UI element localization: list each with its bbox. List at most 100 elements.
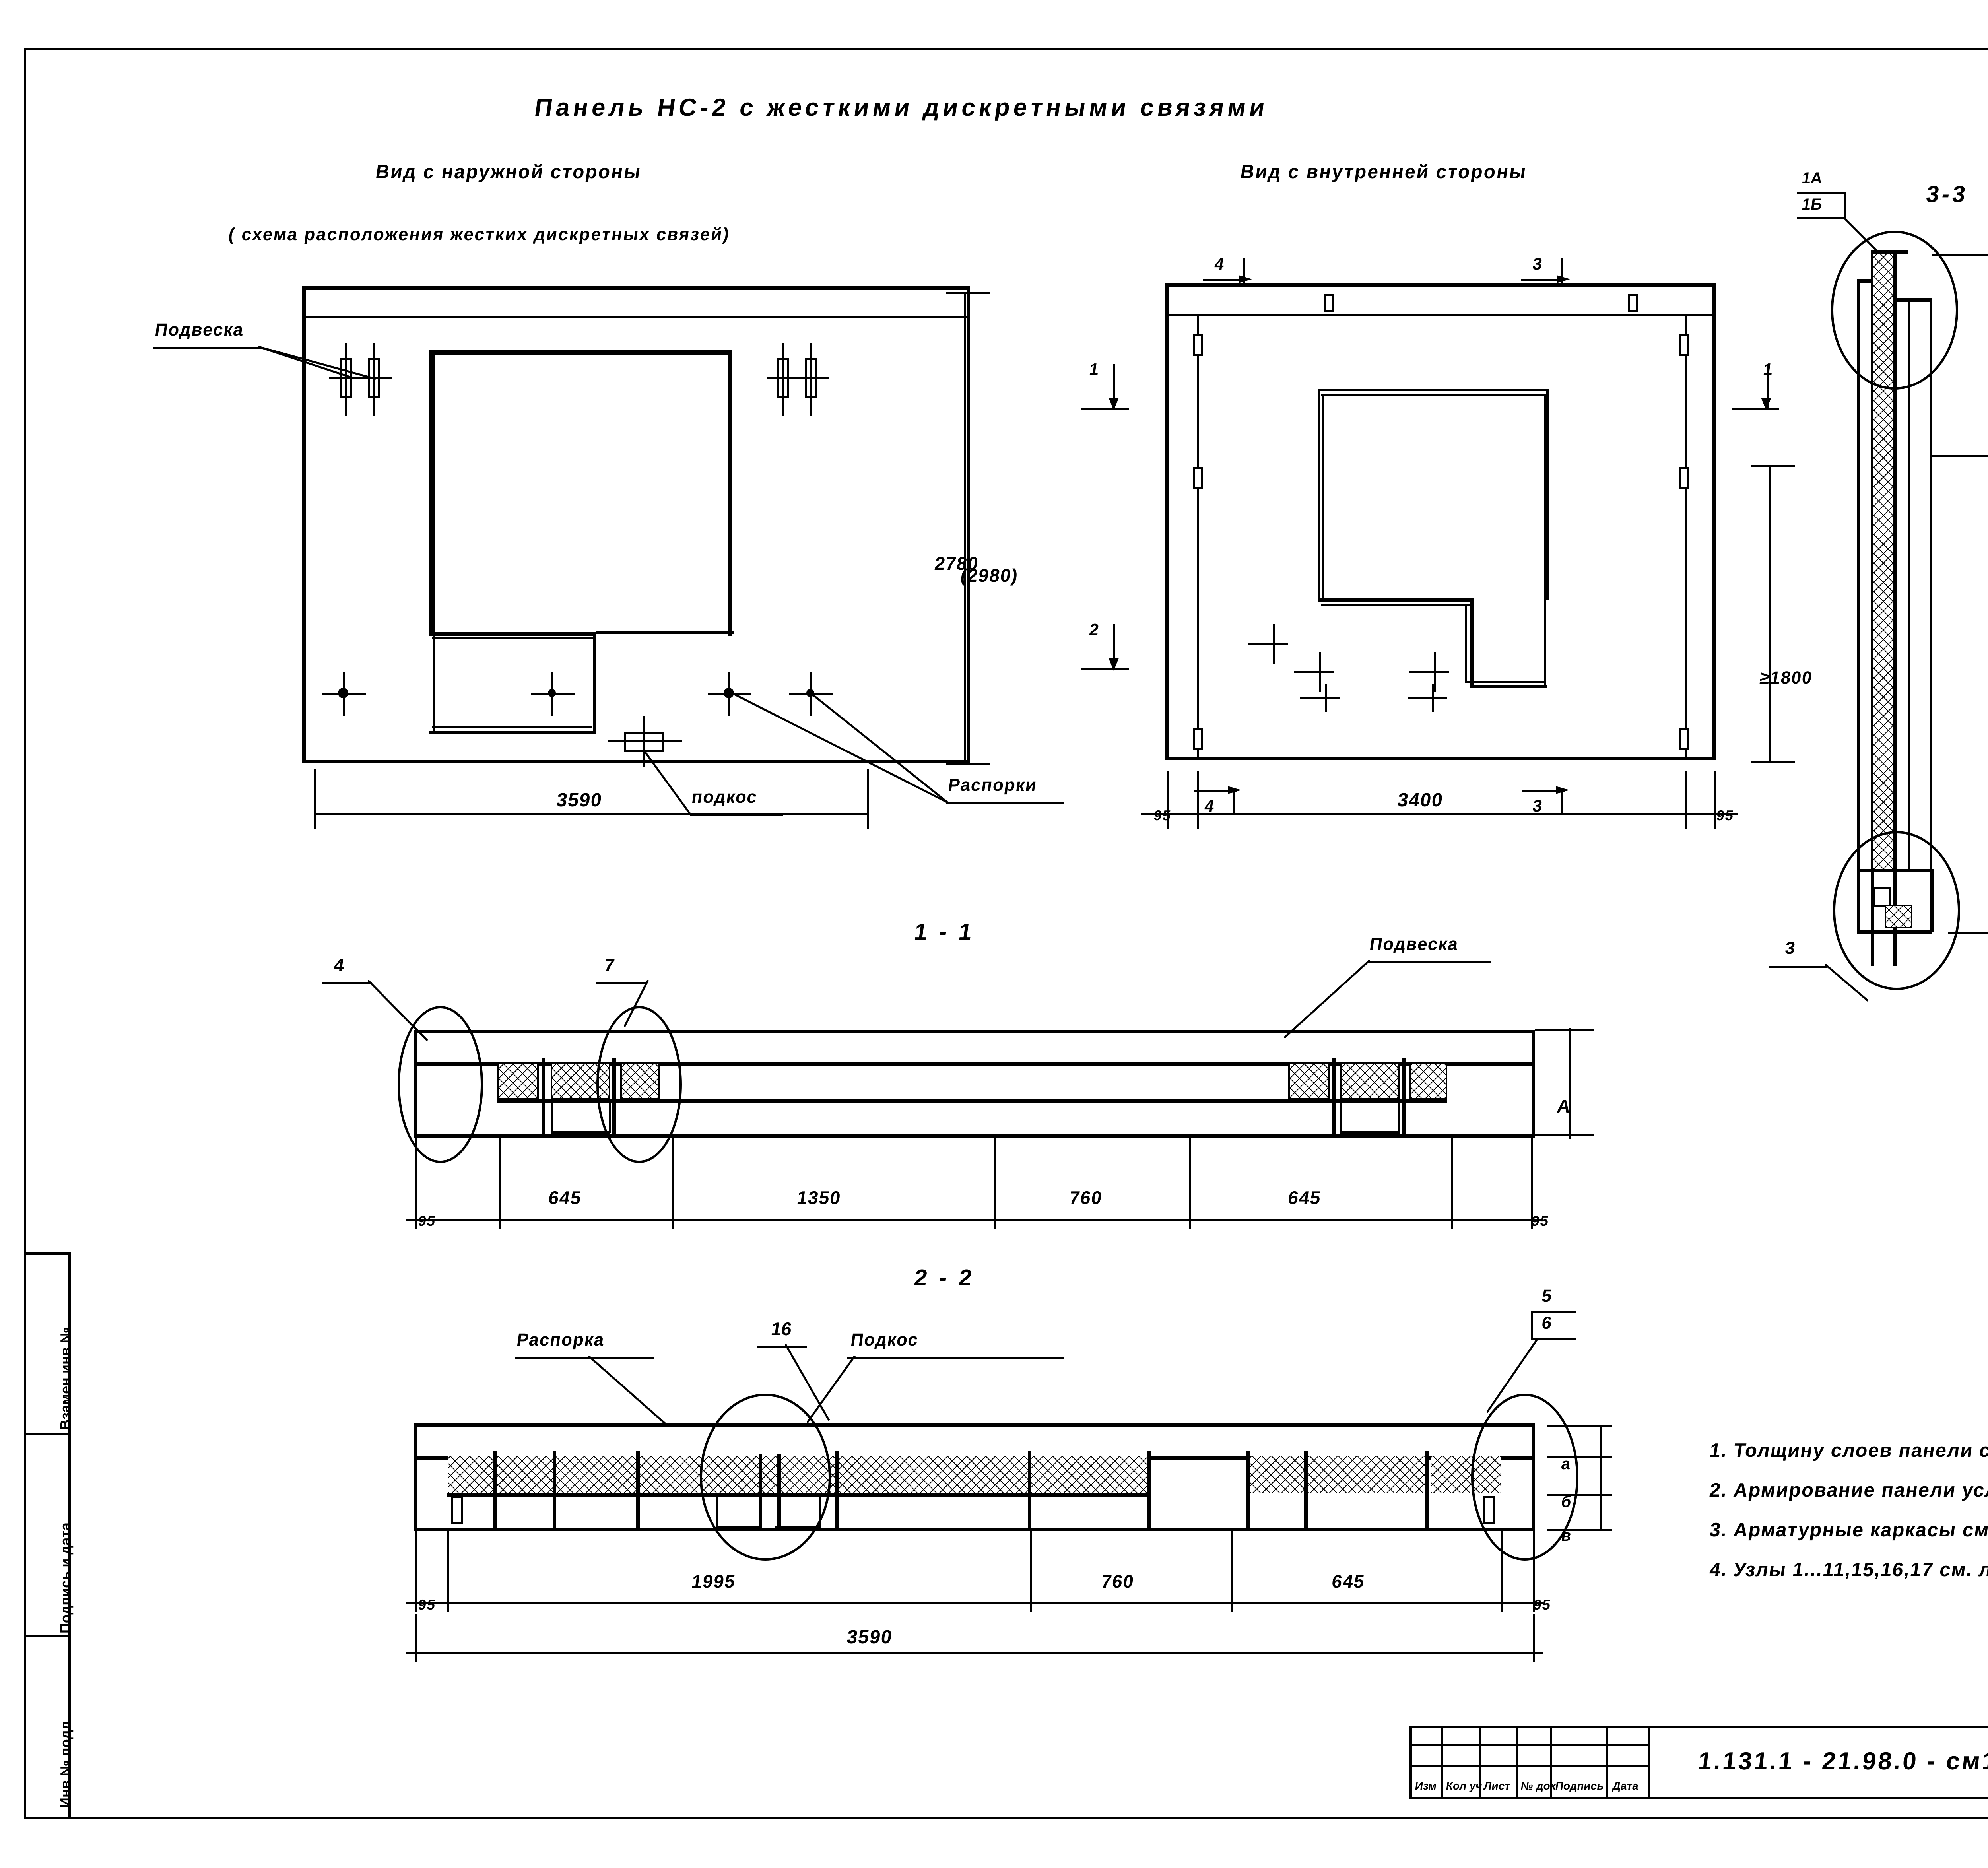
s2-ext-3 [1231, 1531, 1233, 1612]
node-circle-3-3-top [1831, 231, 1958, 390]
title-block-col-1 [1443, 1728, 1481, 1797]
s1-dim-0: 95 [417, 1213, 437, 1229]
opening-step-inner [432, 637, 595, 639]
title-block-col-2 [1481, 1728, 1518, 1797]
suspension-cross-4 [794, 377, 829, 379]
s2-ext-1 [447, 1531, 449, 1612]
inner-width-dimline [1141, 813, 1738, 815]
s2-node-16-leader [785, 1344, 830, 1421]
inner-panel-outline [1165, 283, 1716, 760]
s2-layer-tick-3 [1547, 1529, 1612, 1531]
node-5-6-leader [1487, 1340, 1538, 1413]
s2-layer-dimline [1600, 1425, 1602, 1530]
s2-ext-2 [1030, 1531, 1032, 1612]
inner-width-ext-c [1685, 771, 1687, 829]
s1-node-4-leader [368, 980, 428, 1041]
title-block-col-5 [1608, 1728, 1650, 1797]
inner-width-ext-b [1197, 771, 1199, 829]
s2-total-ext-right [1533, 1614, 1535, 1662]
s1-height-tick-top [1535, 1029, 1594, 1031]
suspension-axis-2 [373, 343, 375, 416]
sidebar-cell-1: Подпись и дата [26, 1435, 74, 1637]
s1-dim-5: 95 [1530, 1213, 1551, 1229]
drawing-number: 1.131.1 - 21.98.0 - см1 [1697, 1748, 1988, 1775]
suspension-cross-3 [767, 377, 802, 379]
brace-cross-v [643, 716, 645, 767]
s2-total-ext-left [415, 1614, 417, 1662]
node-label-1a: 1А [1800, 169, 1824, 187]
s2-dim-3: 645 [1330, 1571, 1367, 1592]
inner-height-dimline [1769, 465, 1771, 763]
inner-opening-bottom [1470, 685, 1547, 688]
s1-suspension-leader [1284, 960, 1371, 1039]
title-block-col-3 [1518, 1728, 1552, 1797]
s1-ext-3 [994, 1137, 996, 1229]
outer-view-caption: Вид с наружной стороны [374, 161, 643, 183]
sidebar-label-1: Подпись и дата [57, 1522, 74, 1634]
node-label-5: 5 [1540, 1286, 1553, 1306]
title-block: Изм Кол уч Лист № док Подпись Дата 1.131… [1409, 1726, 1988, 1799]
sidebar-label-2: Инв.№ подл. [57, 1717, 74, 1808]
outer-suspension-leader-lines [258, 346, 376, 380]
section-1-1-label: 1 - 1 [912, 919, 977, 945]
s1-dim-2: 1350 [796, 1187, 843, 1208]
outer-height-tick-bottom [946, 763, 990, 765]
suspension-cross-1 [329, 377, 364, 379]
outer-struts-leaders [730, 692, 948, 804]
outer-suspension-label: Подвеска [153, 320, 245, 340]
outer-panel-opening [429, 350, 732, 636]
inner-fitting-top-a [1324, 294, 1334, 312]
s2-strut-label: Распорка [515, 1330, 606, 1350]
inner-height-tick-bottom [1751, 761, 1795, 763]
s2-total-value: 3590 [845, 1627, 894, 1648]
opening-step-horizontal [429, 632, 596, 636]
note-1: 1. Толщину слоев панели см. лист 1 [1708, 1440, 1988, 1461]
inner-height-value: ≥1800 [1759, 668, 1814, 687]
inner-opening-step-h [1318, 598, 1473, 602]
node-circle-1-1-left [398, 1006, 483, 1163]
node-circle-3-3-bottom [1833, 831, 1960, 990]
s1-ext-0 [415, 1137, 417, 1229]
inner-cross-4 [1300, 684, 1340, 712]
node-3-leader [1825, 964, 1869, 1002]
s1-node-7-leader [624, 980, 649, 1028]
title-block-header-3: № док [1520, 1780, 1557, 1792]
inner-fitting-tl [1193, 334, 1203, 356]
suspension-axis-3 [782, 343, 784, 416]
inner-opening-top-inner [1321, 394, 1547, 396]
section-1-1-body [414, 1030, 1535, 1138]
section-2-2-body [414, 1423, 1535, 1531]
title-block-header-0: Изм [1414, 1780, 1438, 1792]
opening-bottom-inner [432, 726, 592, 728]
outer-brace-leader [643, 751, 691, 814]
outer-height-dimline [964, 292, 966, 765]
s1-suspension-label: Подвеска [1368, 934, 1460, 954]
title-block-header-1: Кол уч [1445, 1780, 1483, 1792]
node-box-5-6: 5 6 [1531, 1286, 1576, 1340]
node-3-underline [1769, 966, 1827, 968]
s2-strut-underline [515, 1357, 654, 1359]
outer-height-tick-top [946, 292, 990, 294]
sidebar-label-0: Взамен инв.№ [57, 1327, 74, 1430]
inner-opening-bottom-inner [1467, 681, 1546, 683]
outer-struts-underline [946, 802, 1064, 804]
s2-dim-4: 95 [1532, 1596, 1553, 1613]
s1-ext-6 [1531, 1137, 1533, 1229]
s2-dim-2: 760 [1100, 1571, 1136, 1592]
section-3-3-label: 3-3 [1924, 181, 1970, 207]
inner-cross-2 [1294, 652, 1334, 692]
inner-width-ext-a [1167, 771, 1169, 829]
left-margin-column: Взамен инв.№ Подпись и дата Инв.№ подл. [24, 1252, 74, 1819]
note-4: 4. Узлы 1...11,15,16,17 см. листы 16...1… [1708, 1559, 1988, 1581]
s2-layer-tick-0 [1547, 1425, 1612, 1427]
inner-opening-step-h-inner [1321, 604, 1471, 606]
outer-width-ext-left [314, 769, 316, 829]
node-label-1b: 1Б [1800, 196, 1824, 213]
inner-panel-right-rib [1685, 314, 1687, 757]
s1-dim-3: 760 [1068, 1187, 1104, 1208]
inner-height-tick-top [1751, 465, 1795, 467]
outer-height-value-alt: (2980) [959, 565, 1020, 586]
title-block-col-0 [1412, 1728, 1443, 1797]
s2-brace-leader [807, 1356, 856, 1423]
inner-fitting-tr [1679, 334, 1689, 356]
